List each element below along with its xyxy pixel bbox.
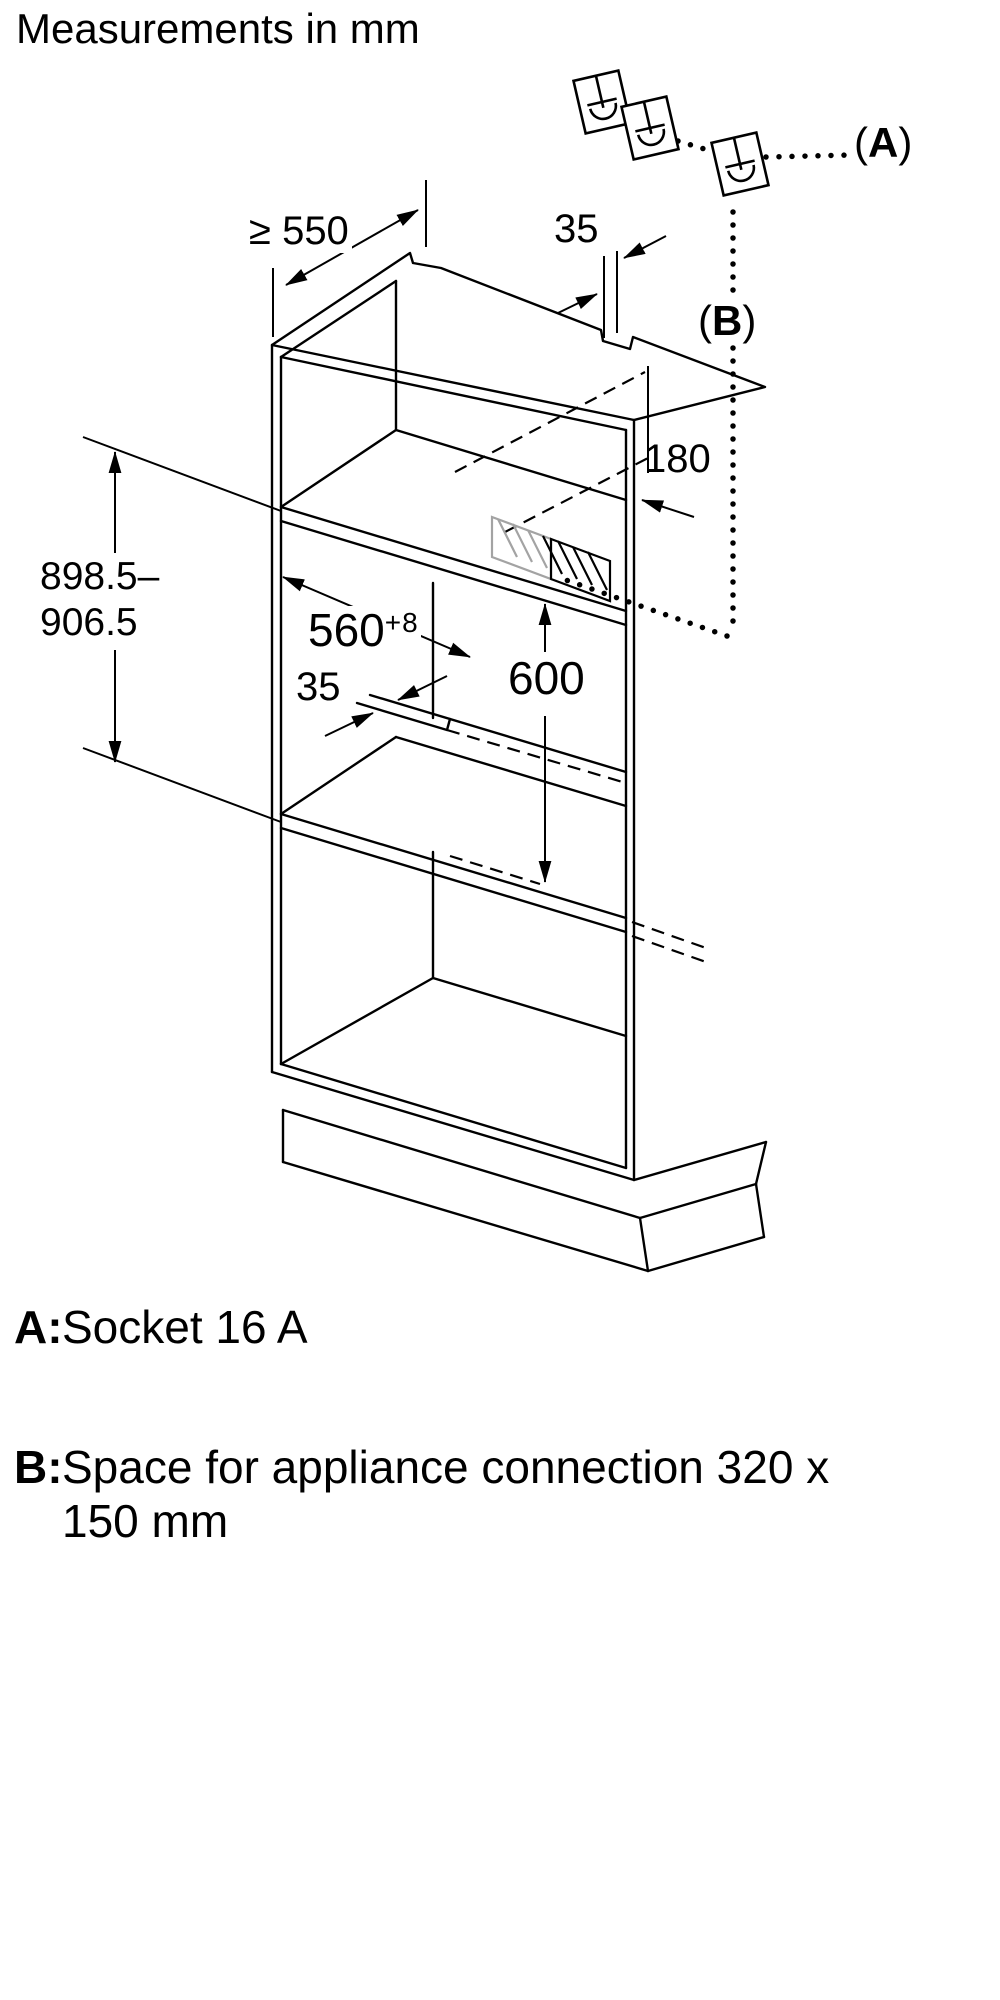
- socket-icon: [571, 68, 633, 136]
- page-title: Measurements in mm: [16, 5, 420, 52]
- dim-side-offset: 180: [644, 437, 711, 481]
- legend-key-b: B:: [14, 1441, 63, 1493]
- dim-niche-height: 898.5– 906.5: [40, 554, 159, 646]
- legend-text-b-line2: 150 mm: [62, 1495, 229, 1548]
- leader-dots-sockets: [675, 138, 714, 154]
- dim-niche-width-value: 560: [308, 604, 385, 656]
- leader-dots: [560, 138, 855, 639]
- dim-shelf-rear-notch: 35: [296, 665, 341, 709]
- callout-a-close: ): [898, 119, 913, 166]
- legend-item-a: A: Socket 16 A: [14, 1300, 308, 1354]
- callout-b-open: (: [698, 297, 712, 344]
- dim-top-rear-gap: 35: [554, 207, 599, 251]
- callout-a-letter: A: [868, 119, 899, 166]
- dim-niche-width-tolerance: +8: [384, 607, 419, 638]
- callout-b-close: ): [742, 297, 757, 344]
- connection-space-hatch: [490, 515, 612, 603]
- legend-key-a: A:: [14, 1301, 63, 1353]
- legend-text-a: Socket 16 A: [62, 1301, 308, 1353]
- leader-dots-a: [763, 152, 855, 160]
- dim-top-depth: ≥ 550: [246, 209, 352, 254]
- dim-niche-height-line1: 898.5–: [40, 555, 160, 598]
- callout-b: (B): [698, 296, 757, 346]
- dimension-lines: [82, 180, 695, 883]
- callout-b-letter: B: [712, 297, 743, 344]
- socket-icon: [619, 94, 681, 162]
- cabinet-outline: [270, 251, 768, 1273]
- socket-icon: [709, 130, 771, 198]
- hidden-edges-dashed: [446, 371, 707, 964]
- legend-text-b-line1: Space for appliance connection 320 x: [62, 1441, 830, 1493]
- dim-niche-height-line2: 906.5: [40, 601, 138, 645]
- socket-icons: [571, 68, 771, 198]
- dim-connection-height: 600: [508, 652, 585, 704]
- callout-a: (A): [854, 120, 912, 165]
- callout-a-open: (: [854, 119, 868, 166]
- leader-dots-to-hatch: [560, 576, 730, 639]
- dim-niche-width: 560+8: [306, 604, 421, 656]
